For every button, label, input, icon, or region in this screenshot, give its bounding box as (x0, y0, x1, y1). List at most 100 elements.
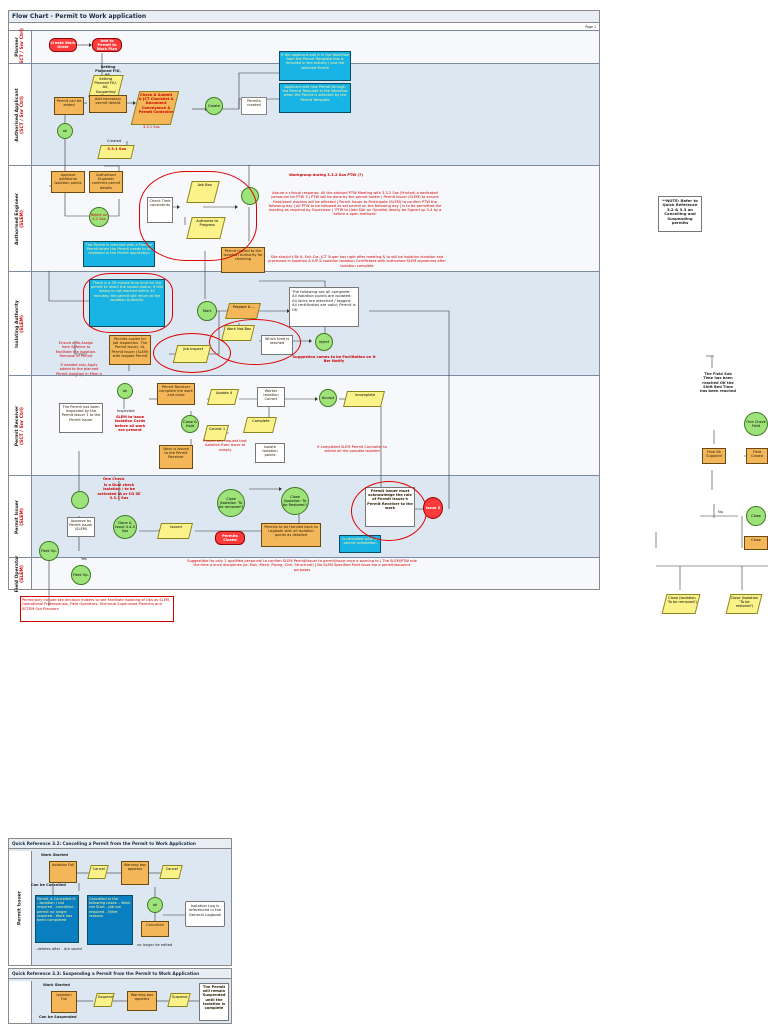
approve-permit-issuer: Approve by Permit Issuer (SLEM) (67, 517, 95, 537)
engineer-annotations-2: Site should t Bk It, Snk-Cor, JCT Super … (268, 255, 446, 268)
lane-header: Permit Issuer(SLEM) (9, 476, 32, 557)
receiver-inspect-note: SLEM to issue Isolation Cards before all… (114, 415, 146, 432)
right-one-check: One Check Field (744, 412, 768, 436)
qr2-isolation-full: Isolation Full (51, 991, 77, 1013)
right-close-isolation-2: Close (Isolation 'To be restored') (725, 594, 763, 614)
qr1-info-1: Permit is Cancelled if: - Isolation / no… (35, 895, 79, 943)
qr1-logbook: Isolation Log is referenced in the Gener… (185, 901, 225, 927)
qr1-start-label: Work Started (41, 853, 68, 857)
qr1-no-longer: no longer be edited (137, 943, 173, 947)
accept-connector: Accept (319, 389, 337, 407)
qr1-deletes: - deletes after - Are saved (35, 947, 82, 951)
ok-connector-receiver: ok (117, 383, 133, 399)
one-check-label: One Check (103, 477, 125, 481)
right-red-link: Field Closed (746, 448, 768, 464)
note-quick-reference: **NOTE: Refer to Quick Reference 3.2 & 3… (658, 196, 702, 232)
page-marker: Page 1 (585, 25, 596, 29)
qr2-title: Quick Reference 3.3: Suspending a Permit… (9, 969, 231, 979)
right-close-connector: Close (746, 506, 766, 526)
qr2-suspend: Suspend (93, 993, 115, 1007)
qr1-info-2: Cancelled in the following cases: - Work… (87, 895, 133, 945)
main-flowchart: Flow Chart - Permit to Work application … (8, 10, 600, 606)
created-label: Created (107, 139, 122, 143)
info-applicant-template: Applicant add new Permit through the Per… (279, 83, 351, 113)
qr1-lane: Permit Issuer (9, 851, 32, 965)
yes-label: Yes (81, 557, 87, 561)
qr2-lane (9, 981, 32, 1023)
worker-isolation-correct: Worker Isolation Correct (257, 387, 285, 407)
footer-note: Permit/only include key decision makers … (20, 596, 174, 622)
close-isolation-restored: Close (Isolation 'To be Restored') (281, 487, 309, 515)
qr2-permit-note: The Permit will remain 'Suspended' until… (199, 983, 229, 1021)
add-necessary-details: Add necessary permit details (89, 95, 127, 113)
lane-receiver: Permit Receiver(SCT / Snr Ctrl) (9, 375, 599, 475)
start-create-work-order: Create Work Order (49, 38, 77, 52)
right-field-time: The Field Sub Time has been reached OK t… (700, 372, 736, 394)
permits-closed: Permits Closed (215, 531, 245, 545)
info-cancelled-prior: Is cancelled prior to permit completion (339, 535, 381, 553)
lane-header: Authorised Engineer(SLEM) (9, 166, 32, 271)
highlight-job-inspect (153, 333, 231, 373)
highlight-30-minute (83, 273, 173, 333)
start-connector: Start (197, 301, 217, 321)
isolating-note-2: If needed only Apply added to the planne… (56, 363, 102, 377)
qr2-start: Work Started (43, 983, 70, 987)
field-op-connector-2: Field Op. (71, 565, 91, 585)
lane-header: Planner(SCT / Snr Ctrl) (9, 28, 32, 66)
quick-reference-cancel: Quick Reference 3.2: Cancelling a Permit… (8, 838, 232, 966)
qr1-can-be: Can be Cancelled (31, 883, 66, 887)
issuer-connector-a (71, 491, 89, 509)
isolating-note-3: Suggestion comes to be Facilitation on i… (292, 355, 376, 363)
meeting-note: Workgroup during 3.3.2 Sos PTW (?) (289, 173, 363, 177)
qr1-cancel-decision-2: Cancel (159, 865, 183, 879)
permit-copies-inspection: Permits copies for Job Inspection. The P… (109, 335, 151, 365)
lane-header: Permit Receiver(SCT / Snr Ctrl) (9, 376, 32, 475)
close-hold-connector: Close & Hold (181, 415, 199, 433)
right-close-isolation: Close (Isolation 'To be removed') (661, 594, 701, 614)
qr2-can-be: Can be Suspended (39, 1015, 77, 1019)
receiver-note-2: If completed SLEM Permit Controller to a… (317, 445, 387, 454)
done-issue-connector: Done & Issue 4.4.4 Sos (113, 515, 137, 539)
qr1-warning: Warning box appears (121, 861, 149, 885)
lane-header: Authorised Applicant(SCT / Snr Ctrl) (9, 64, 32, 165)
info-engineer-return: The Permit is returned with a Planner Pe… (83, 241, 155, 267)
approve-additional-isolation: Approve additional isolation points (51, 171, 85, 193)
qr2-connectors (77, 1000, 199, 1002)
receiver-complete-close: Permit Receiver complete the work and cl… (157, 383, 195, 405)
qr2-suspend-2: Suspend (167, 993, 191, 1007)
field-op-connector-1: Field Op. (39, 541, 59, 561)
permits-created: Permits created (241, 97, 267, 115)
info-applicant-workflow: If the applicant add it in the Workflow … (279, 51, 351, 81)
qr2-warning: Warning box appears (127, 991, 157, 1011)
right-final-bk: Final Bk Supplied (702, 448, 726, 464)
work-issued-receiver: Work is Issued to the Permit Receiver (159, 445, 193, 469)
engineer-annotations: Assure a clinical response. All the advi… (268, 191, 442, 217)
permit-to-be-added: Permit can be added (54, 97, 84, 115)
qr1-ok: ok (147, 897, 163, 913)
ok-connector: ok (57, 123, 73, 139)
inspected-label: Inspected (117, 409, 135, 413)
close-isolation-removed: Close (Isolation 'To be removed') (217, 489, 245, 517)
receiver-note-1: Ensure any request that Isolation from l… (203, 439, 247, 452)
main-flowchart-title: Flow Chart - Permit to Work application (9, 11, 599, 23)
reject-connector: Reject on 4.2 Sos (89, 207, 109, 227)
issuer-note: Is a Dual check Isolation / to be activa… (97, 483, 141, 500)
fieldop-note: Suggestible for only 1 qualified personn… (187, 559, 417, 572)
quick-reference-suspend: Quick Reference 3.3: Suspending a Permit… (8, 968, 232, 1024)
issue-terminator: Issue 5 (423, 497, 443, 519)
authorised-engineer-confirms: Authorised Engineer confirms permit deta… (89, 171, 123, 193)
check-date: 3.3.1 Sos (143, 125, 160, 129)
qr1-cancel-decision: Cancel (87, 865, 109, 879)
permit-inspected-issuer: The Permit has been Inspected by the Per… (59, 403, 103, 433)
qr1-title: Quick Reference 3.2: Cancelling a Permit… (9, 839, 231, 849)
qr1-cancelled: Cancelled (141, 921, 169, 937)
lane-header: Field Operator(SLEM) (9, 555, 32, 592)
qr1-isolation-full: Isolation Full (49, 861, 77, 883)
highlight-check-time (139, 171, 257, 261)
requirements-list: The following are all complete: All isol… (289, 287, 359, 327)
reject-connector-iso: reject (315, 333, 333, 351)
add-to-ptw-plan: Add to Permit to Work Plan (92, 38, 122, 52)
isolate-isolation-points: Isolate Isolation points (255, 443, 285, 463)
lane-header: Isolating Authority(SLEM) (9, 272, 32, 375)
create-connector: Create (205, 97, 223, 115)
